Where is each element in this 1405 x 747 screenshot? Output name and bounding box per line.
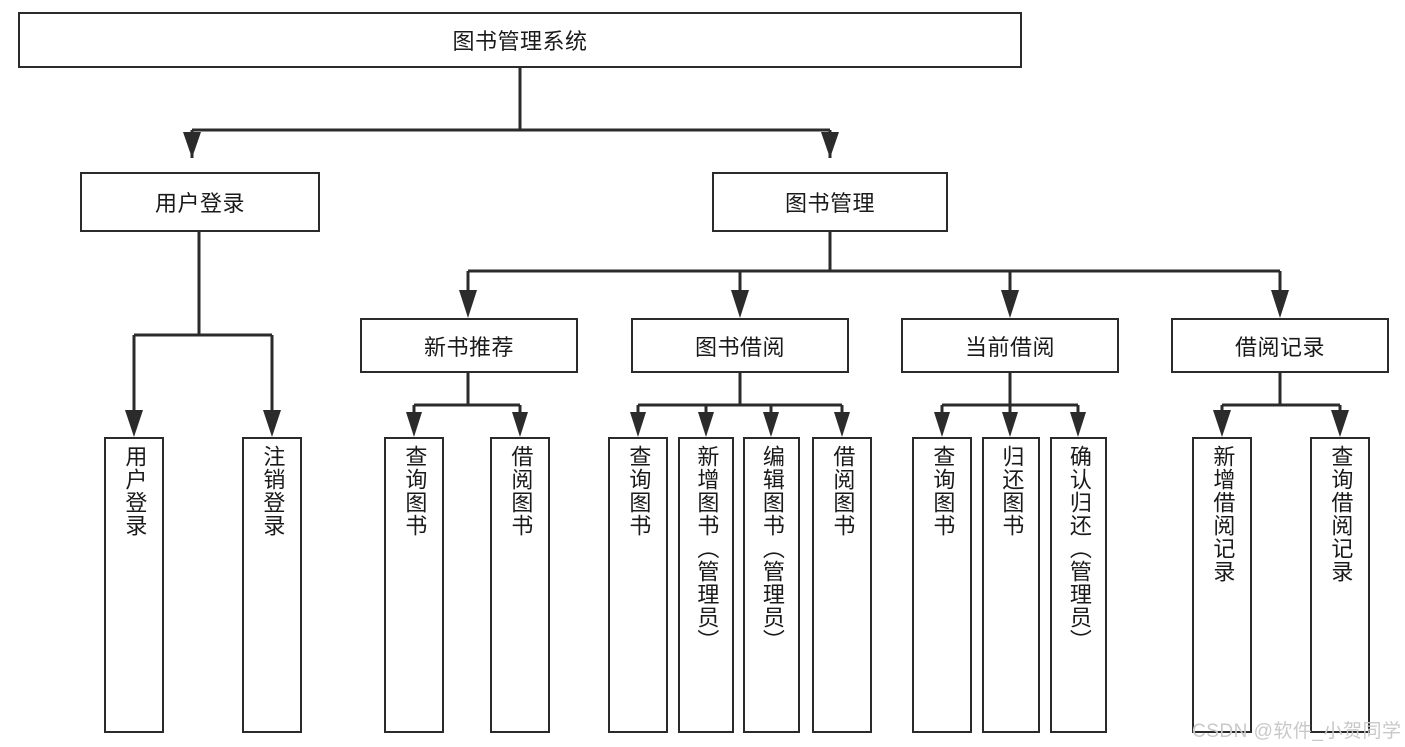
arrow-borrow-leaf3 [763,412,779,437]
leaf-borrow-query[interactable]: 查询图书 [608,437,668,733]
leaf-current-query[interactable]: 查询图书 [912,437,972,733]
arrow-borrow-leaf2 [698,412,714,437]
leaf-record-add[interactable]: 新增借阅记录 [1192,437,1252,733]
arrow-book-manage [821,132,839,158]
arrow-current [1001,290,1019,318]
arrow-current-leaf3 [1070,412,1086,437]
node-book-manage-label: 图书管理 [784,191,875,216]
leaf-label: 查询图书 [930,445,956,537]
leaf-label: 用户登录 [122,445,148,537]
arrow-record [1271,290,1289,318]
arrow-borrow [731,290,749,318]
leaf-label: 查询图书 [626,445,652,537]
leaf-current-confirm-return[interactable]: 确认归还（管理员） [1050,437,1107,733]
csdn-watermark: CSDN @软件_小贺同学 [1192,716,1401,743]
node-current-borrow-label: 当前借阅 [964,334,1055,360]
node-book-manage[interactable]: 图书管理 [712,172,948,232]
node-root[interactable]: 图书管理系统 [18,12,1022,68]
node-new-book-recommend-label: 新书推荐 [423,334,514,360]
leaf-borrow-add-book[interactable]: 新增图书（管理员） [678,437,734,733]
leaf-label: 查询借阅记录 [1328,445,1354,583]
node-book-borrow[interactable]: 图书借阅 [631,318,849,373]
node-borrow-record[interactable]: 借阅记录 [1171,318,1389,373]
arrow-current-leaf2 [1002,412,1018,437]
leaf-label: 归还图书 [999,445,1025,537]
leaf-label: 查询图书 [402,445,428,537]
leaf-label: 确认归还（管理员） [1066,445,1092,652]
node-root-label: 图书管理系统 [452,29,588,54]
leaf-label: 编辑图书（管理员） [759,445,785,652]
arrow-userlogin-leaf2 [263,410,281,437]
node-borrow-record-label: 借阅记录 [1234,334,1325,360]
arrow-userlogin-leaf1 [125,410,143,437]
leaf-user-login-logout[interactable]: 注销登录 [242,437,302,733]
node-book-borrow-label: 图书借阅 [694,334,785,360]
leaf-new-book-query[interactable]: 查询图书 [384,437,444,733]
node-user-login[interactable]: 用户登录 [80,172,320,232]
node-user-login-label: 用户登录 [154,191,245,216]
arrow-record-leaf2 [1331,410,1349,437]
watermark-text: CSDN @软件_小贺同学 [1192,721,1402,742]
arrow-newbook [459,290,477,318]
node-current-borrow[interactable]: 当前借阅 [901,318,1119,373]
arrow-current-leaf1 [934,412,950,437]
leaf-new-book-borrow[interactable]: 借阅图书 [490,437,550,733]
leaf-record-query[interactable]: 查询借阅记录 [1310,437,1370,733]
leaf-label: 借阅图书 [508,445,534,537]
leaf-user-login-login[interactable]: 用户登录 [104,437,164,733]
arrow-newbook-leaf2 [512,412,528,437]
leaf-label: 新增借阅记录 [1210,445,1236,583]
arrow-user-login [183,132,201,158]
leaf-label: 新增图书（管理员） [694,445,720,652]
leaf-label: 注销登录 [260,445,286,537]
arrow-borrow-leaf4 [834,412,850,437]
node-new-book-recommend[interactable]: 新书推荐 [360,318,578,373]
arrow-record-leaf1 [1213,410,1231,437]
arrow-newbook-leaf1 [406,412,422,437]
leaf-label: 借阅图书 [830,445,856,537]
leaf-borrow-edit-book[interactable]: 编辑图书（管理员） [743,437,800,733]
arrow-borrow-leaf1 [630,412,646,437]
leaf-current-return[interactable]: 归还图书 [982,437,1040,733]
leaf-borrow-borrow-book[interactable]: 借阅图书 [812,437,872,733]
